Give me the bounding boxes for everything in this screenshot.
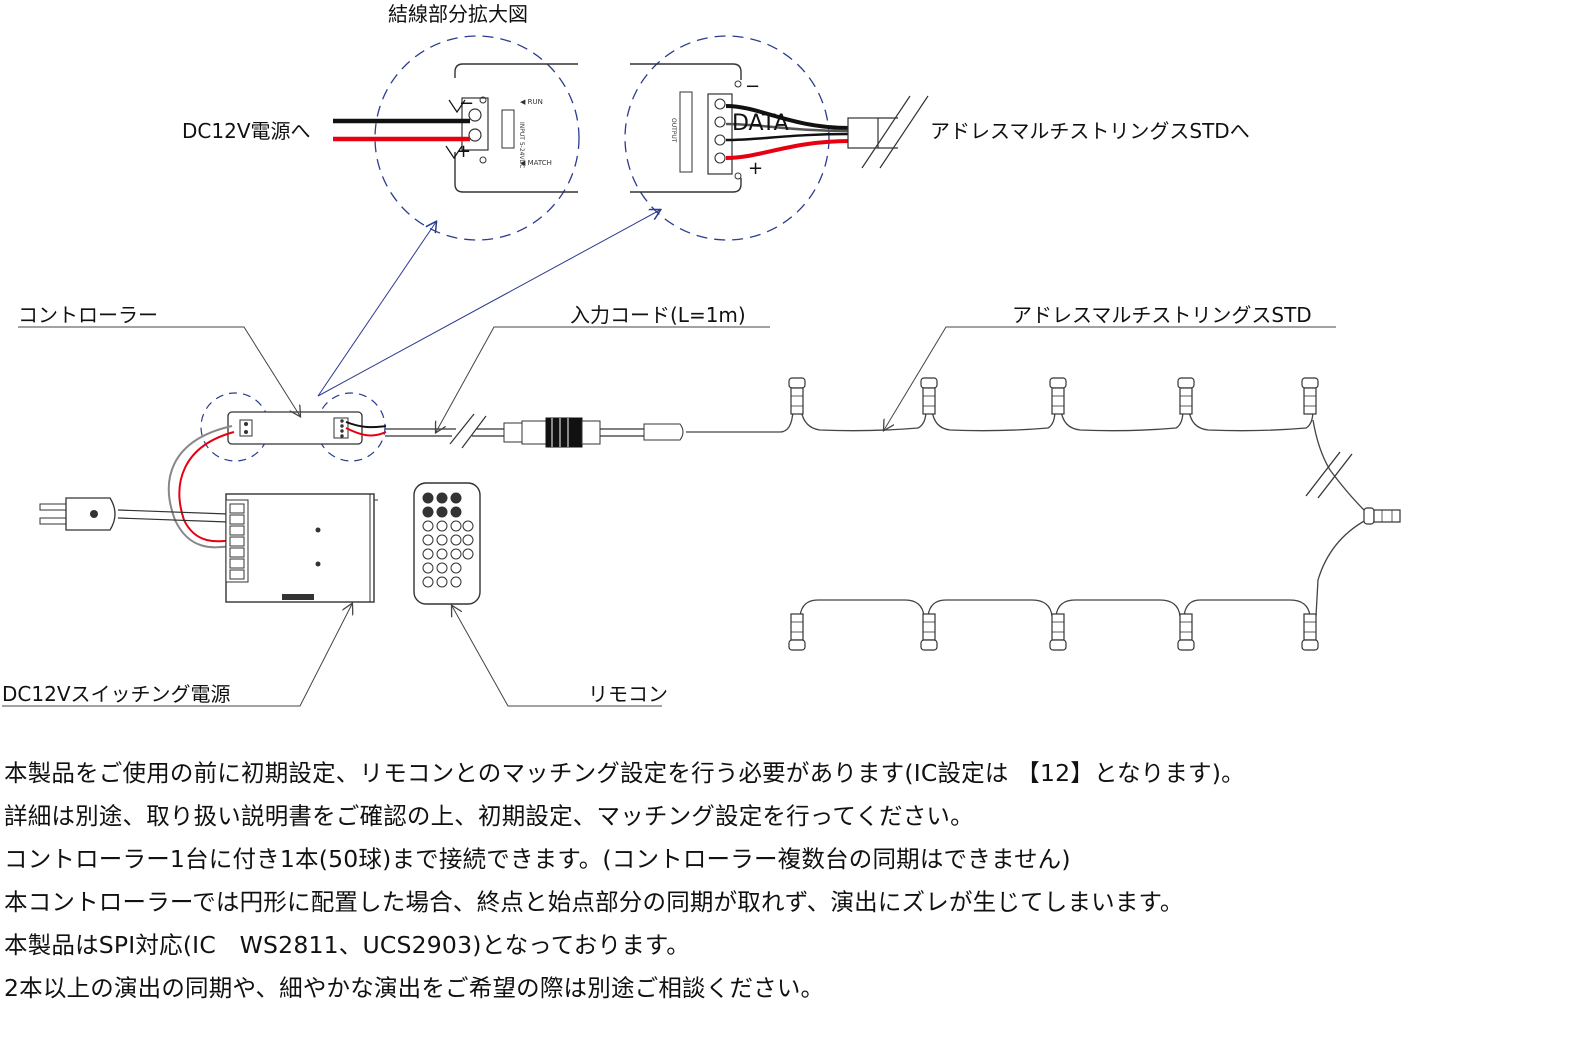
remote-button-icon [450, 506, 462, 518]
remote-button-icon [462, 534, 474, 546]
remote-button-icon [436, 506, 448, 518]
remote-button-icon [422, 576, 434, 588]
svg-text:OUTPUT: OUTPUT [670, 118, 677, 143]
cable-connector [503, 417, 684, 448]
output-data-label: DATA [732, 111, 789, 136]
bulb-icon [1049, 613, 1067, 651]
remote-button-icon [422, 492, 434, 504]
remote-button-icon [450, 520, 462, 532]
note-line: 本コントローラーでは円形に配置した場合、終点と始点部分の同期が取れず、演出にズレ… [4, 888, 1184, 916]
remote-label: リモコン [588, 682, 668, 706]
bulb-icon [1301, 377, 1319, 415]
remote-button-icon [422, 492, 474, 588]
led-string [686, 409, 1367, 617]
remote-button-icon [450, 534, 462, 546]
note-line: 本製品をご使用の前に初期設定、リモコンとのマッチング設定を行う必要があります(I… [4, 759, 1245, 787]
bulb-icon [788, 377, 806, 415]
bulb-icon [788, 613, 806, 651]
remote-button-icon [422, 506, 434, 518]
zoom-circle-output: OUTPUT [624, 35, 929, 241]
string-label: アドレスマルチストリングスSTD [1012, 303, 1312, 327]
remote-button-icon [436, 548, 448, 560]
enlarge-title: 結線部分拡大図 [388, 2, 528, 26]
remote-button-icon [436, 562, 448, 574]
note-line: 本製品はSPI対応(IC WS2811、UCS2903)となっております。 [4, 931, 690, 959]
remote-button-icon [436, 534, 448, 546]
svg-text:INPUT 5-24VDC: INPUT 5-24VDC [518, 122, 525, 168]
bulb-icon [1177, 377, 1195, 415]
remote-button-icon [462, 520, 474, 532]
bulb-icon [920, 377, 938, 415]
note-line: 詳細は別途、取り扱い説明書をご確認の上、初期設定、マッチング設定を行ってください… [4, 802, 974, 830]
remote-button-icon [422, 534, 434, 546]
remote-button-icon [450, 576, 462, 588]
bulb-icon [1363, 507, 1401, 525]
remote-button-icon [450, 492, 462, 504]
note-line: コントローラー1台に付き1本(50球)まで接続できます。(コントローラー複数台の… [4, 845, 1071, 873]
output-plus-label: + [748, 158, 764, 179]
output-minus-label: − [745, 76, 761, 97]
plug-icon [39, 497, 116, 531]
bulb-icon [1049, 377, 1067, 415]
remote-button-icon [436, 576, 448, 588]
dc-input-label: DC12V電源へ [182, 119, 311, 143]
power-supply-unit [225, 493, 378, 603]
input-cord-label: 入力コード(L=1m) [570, 303, 746, 327]
remote-button-icon [436, 520, 448, 532]
remote-button-icon [422, 562, 434, 574]
remote-button-icon [436, 492, 448, 504]
remote-button-icon [462, 548, 474, 560]
remote-control [413, 482, 481, 605]
bulb-icon [1301, 613, 1319, 651]
psu-label: DC12Vスイッチング電源 [2, 682, 231, 706]
input-plus-label: + [456, 141, 472, 162]
remote-button-icon [422, 520, 434, 532]
input-minus-label: − [459, 93, 475, 114]
svg-text:◀ RUN: ◀ RUN [520, 98, 543, 106]
to-string-label: アドレスマルチストリングスSTDへ [930, 119, 1250, 143]
controller-label: コントローラー [18, 303, 158, 327]
bulb-icon [1177, 613, 1195, 651]
remote-button-icon [422, 548, 434, 560]
svg-text:◀ MATCH: ◀ MATCH [520, 159, 552, 167]
remote-button-icon [450, 562, 462, 574]
zoom-circle-input: ◀ RUN ◀ MATCH INPUT 5-24VDC [333, 35, 580, 241]
note-line: 2本以上の演出の同期や、細やかな演出をご希望の際は別途ご相談ください。 [4, 974, 825, 1002]
bulb-icon [920, 613, 938, 651]
notes-list: 本製品をご使用の前に初期設定、リモコンとのマッチング設定を行う必要があります(I… [4, 752, 1245, 1010]
remote-button-icon [450, 548, 462, 560]
